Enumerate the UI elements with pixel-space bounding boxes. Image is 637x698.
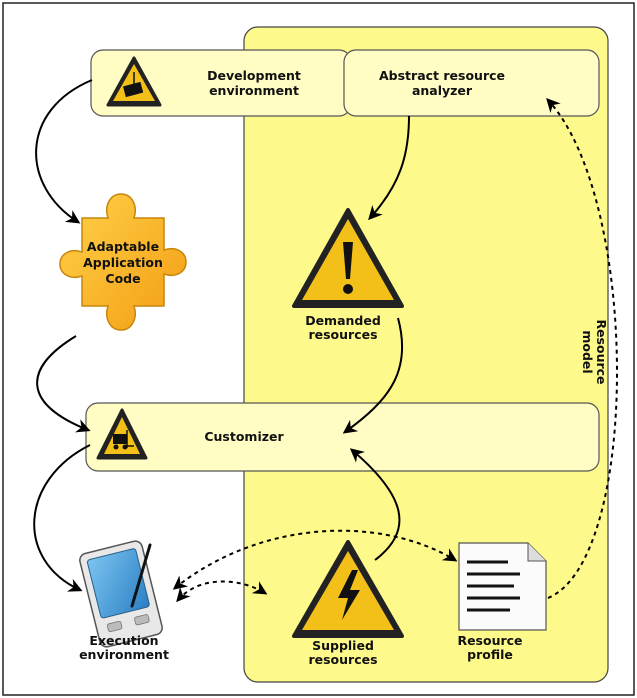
- resource-profile-label-2: profile: [467, 647, 513, 662]
- exclamation-warning-icon: [292, 208, 404, 308]
- dashed-connectors: [172, 97, 618, 603]
- forklift-warning-icon: [96, 408, 148, 460]
- arrow-execution-supplied: [176, 580, 268, 603]
- arrow-analyzer-to-demanded: [368, 115, 410, 221]
- abstract-resource-analyzer-label-1: Abstract resource: [379, 68, 505, 83]
- adaptable-code-label-1: Adaptable: [87, 239, 159, 254]
- resource-model-label-2: model: [580, 330, 595, 373]
- connectors: [33, 79, 410, 592]
- execution-environment-label-1: Execution: [89, 633, 158, 648]
- arrow-execution-profile: [172, 529, 458, 590]
- execution-environment-label-2: environment: [79, 647, 169, 662]
- resource-profile-label-1: Resource: [457, 633, 522, 648]
- supplied-resources-label-2: resources: [308, 652, 377, 667]
- adaptable-code-label-3: Code: [105, 271, 140, 286]
- development-environment-label-2: environment: [209, 83, 299, 98]
- pda-device-icon: [79, 540, 163, 648]
- development-environment-label-1: Development: [207, 68, 301, 83]
- adaptable-code-label-2: Application: [83, 255, 163, 270]
- puzzle-piece-icon: [59, 193, 187, 331]
- demanded-resources-label-1: Demanded: [305, 313, 381, 328]
- abstract-resource-analyzer-label-2: analyzer: [412, 83, 473, 98]
- resource-model-label: Resource model: [580, 319, 609, 384]
- arrow-code-to-customizer: [36, 335, 91, 433]
- arrow-profile-to-analyzer: [546, 97, 618, 599]
- customizer-box: [85, 402, 600, 472]
- arrow-demanded-to-customizer: [342, 317, 404, 434]
- demanded-resources-label-2: resources: [308, 327, 377, 342]
- resource-model-label-1: Resource: [594, 319, 609, 384]
- supplied-resources-label-1: Supplied: [312, 638, 374, 653]
- customizer-label: Customizer: [204, 429, 284, 444]
- arrow-dev-to-code: [35, 79, 93, 224]
- abstract-resource-analyzer-box: [343, 49, 600, 117]
- crane-warning-icon: [106, 56, 162, 107]
- document-icon: [458, 542, 547, 631]
- arrow-customizer-to-execution: [33, 444, 91, 592]
- resource-model-region: [243, 26, 609, 683]
